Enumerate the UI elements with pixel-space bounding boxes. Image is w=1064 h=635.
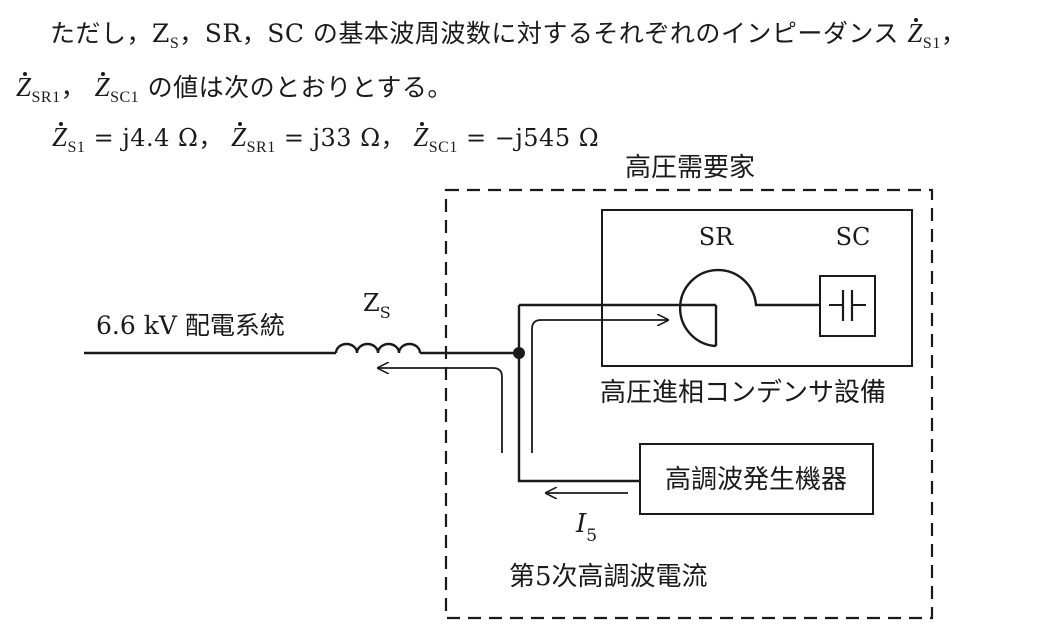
text-line-1: ただし，ZS，SR，SC の基本波周波数に対するそれぞれのインピーダンス ZS1… <box>50 14 966 53</box>
capacitor-equipment-label: 高圧進相コンデンサ設備 <box>600 378 886 408</box>
imp-zsc1-sub: SC1 <box>110 89 140 106</box>
vertical-conductor <box>517 305 640 483</box>
sc-capacitor-box <box>819 275 876 337</box>
harmonic-source-label: 高調波発生機器 <box>665 465 847 495</box>
val-zs1-symbol: Z <box>52 122 68 152</box>
val-zsc1-sub: SC1 <box>428 139 458 156</box>
val-zs1: = j4.4 Ω， <box>93 124 223 152</box>
val-zs1-sub: S1 <box>67 139 86 156</box>
zs-label: ZS <box>363 289 391 322</box>
line1-end: ， <box>940 19 967 48</box>
harmonic-current-label: 第5次高調波電流 <box>509 562 708 592</box>
sr-reactor-symbol <box>678 268 820 348</box>
customer-boundary <box>444 188 934 620</box>
imp-zs1-symbol: Z <box>907 18 923 48</box>
val-zsr1-symbol: Z <box>231 122 247 152</box>
capacitor-equipment-box <box>601 209 913 367</box>
line1-zs-sub: S <box>169 35 180 52</box>
imp-zsr1-symbol: Z <box>16 72 32 102</box>
sc-label: SC <box>836 223 871 251</box>
val-zsc1: = −j545 Ω <box>465 124 600 152</box>
line2-sep: ， <box>60 73 87 102</box>
harmonic-source-box <box>639 443 874 515</box>
current-i5-sub: 5 <box>586 526 597 546</box>
val-zsr1-sub: SR1 <box>246 139 276 156</box>
line2-end: の値は次のとおりとする。 <box>147 73 453 102</box>
imp-zsc1-symbol: Z <box>94 72 111 102</box>
inductor-zs <box>334 342 422 354</box>
val-zsr1: = j33 Ω， <box>283 124 406 152</box>
current-flow-to-capacitor <box>531 320 668 453</box>
line1-prefix: ただし，Z <box>50 19 170 48</box>
customer-label: 高圧需要家 <box>625 153 755 183</box>
current-flow-to-source <box>378 368 503 453</box>
val-zsc1-symbol: Z <box>413 122 429 152</box>
current-i5-label: I5 <box>575 509 597 546</box>
source-label: 6.6 kV 配電系統 <box>96 311 285 340</box>
imp-zs1-sub: S1 <box>922 35 941 52</box>
text-line-2: ZSR1， ZSC1 の値は次のとおりとする。 <box>16 68 453 107</box>
zs-sub: S <box>380 303 391 322</box>
text-line-3-values: ZS1 = j4.4 Ω， ZSR1 = j33 Ω， ZSC1 = −j545… <box>52 118 599 157</box>
line1-mid: ，SR，SC の基本波周波数に対するそれぞれのインピーダンス <box>179 19 899 48</box>
sr-label: SR <box>699 223 734 251</box>
imp-zsr1-sub: SR1 <box>31 89 61 106</box>
